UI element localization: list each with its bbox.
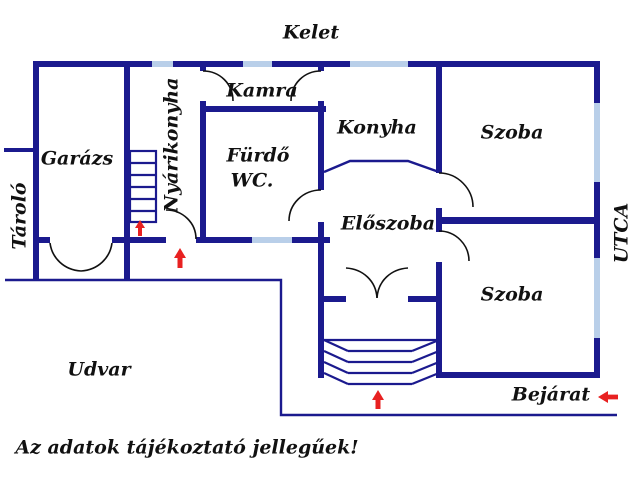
arrow-up-yard-entry-icon: [174, 248, 186, 268]
bathroom-door-arc: [288, 189, 322, 222]
room-label-pantry: Kamra: [226, 79, 298, 102]
window-bathroom: [252, 237, 292, 243]
summer-kitchen-door-arc: [165, 209, 197, 240]
kitchen-hallway-opening: [323, 159, 440, 174]
street-label: UTCA: [610, 202, 633, 264]
porch-door-arc-right: [376, 267, 409, 299]
window-top-kitchen: [350, 61, 408, 67]
porch-door-arc-left: [345, 267, 378, 299]
arrow-left-entrance-icon: [598, 391, 618, 403]
room-north-door-arc: [438, 172, 474, 208]
entry-steps: [323, 338, 440, 386]
yard-label: Udvar: [67, 358, 131, 381]
pantry-door-arc-right: [290, 70, 322, 102]
disclaimer-text: Az adatok tájékoztató jellegűek!: [15, 436, 359, 459]
yard-boundary-line: [5, 278, 617, 417]
garage-door-arc-left: [49, 242, 82, 272]
windows: [152, 61, 600, 338]
room-label-room-north: Szoba: [480, 121, 544, 144]
window-street-room-north: [594, 103, 600, 182]
room-label-room-south: Szoba: [480, 283, 544, 306]
walls: [4, 61, 600, 378]
door-arcs: [49, 70, 474, 299]
room-label-kitchen: Konyha: [337, 116, 417, 139]
arrow-up-summer-kitchen-icon: [135, 220, 145, 236]
room-label-bathroom-line1: Fürdő: [226, 144, 290, 167]
ladder-icon: [128, 149, 158, 224]
garage-door-arc-right: [80, 242, 113, 272]
entrance-arrows: [135, 220, 618, 409]
entrance-label: Bejárat: [511, 383, 591, 406]
room-label-garage: Garázs: [40, 147, 114, 170]
window-street-room-south: [594, 258, 600, 338]
compass-east-label: Kelet: [282, 21, 340, 44]
room-south-door-arc: [438, 230, 470, 262]
arrow-up-steps-icon: [372, 390, 384, 409]
pantry-door-arc-left: [202, 70, 234, 102]
room-label-summer-kitchen: Nyárikonyha: [160, 77, 183, 213]
room-label-storage: Tároló: [8, 182, 31, 250]
window-top-pantry: [243, 61, 272, 67]
room-label-bathroom-line2: WC.: [230, 169, 274, 192]
window-top-summer-kitchen: [152, 61, 173, 67]
room-label-hallway: Előszoba: [340, 212, 436, 235]
plot-lines: [5, 159, 617, 417]
